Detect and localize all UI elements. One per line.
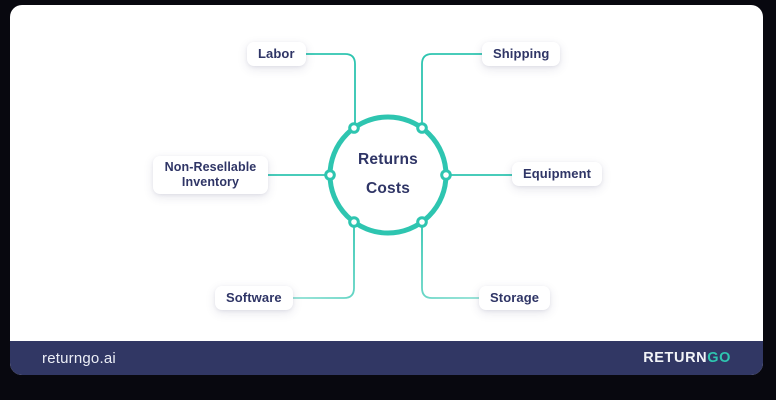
- label-box-software: Software: [215, 286, 293, 310]
- connector-software: [292, 222, 355, 299]
- footer-bar: returngo.ai RETURNGO: [10, 341, 763, 375]
- node-dot-storage: [416, 216, 428, 228]
- center-label: Returns Costs: [328, 145, 448, 203]
- label-non-resellable-line1: Non-Resellable: [164, 160, 257, 174]
- logo-go-part: GO: [707, 350, 731, 366]
- label-non-resellable-line2: Inventory: [181, 175, 240, 189]
- footer-site-text: returngo.ai: [42, 349, 116, 367]
- label-box-equipment: Equipment: [512, 162, 603, 186]
- connector-storage: [421, 222, 479, 299]
- node-dot-equipment: [440, 169, 452, 181]
- center-label-line1: Returns: [358, 151, 418, 168]
- center-label-line2: Costs: [365, 180, 411, 197]
- label-box-storage: Storage: [479, 286, 551, 310]
- logo-return-part: RETURN: [643, 350, 708, 366]
- node-dot-software: [348, 216, 360, 228]
- connector-labor: [298, 53, 356, 128]
- node-dot-non-resellable: [324, 169, 336, 181]
- returngo-logo: RETURNGO: [643, 350, 731, 366]
- node-dot-labor: [348, 122, 360, 134]
- label-box-labor: Labor: [247, 42, 306, 66]
- label-box-non-resellable: Non-Resellable Inventory: [153, 156, 268, 194]
- node-dot-shipping: [416, 122, 428, 134]
- connector-shipping: [421, 53, 482, 128]
- infographic-card: Returns Costs Labor Shipping Non-Resella…: [10, 5, 763, 375]
- label-box-shipping: Shipping: [482, 42, 561, 66]
- diagram-canvas: [268, 53, 512, 299]
